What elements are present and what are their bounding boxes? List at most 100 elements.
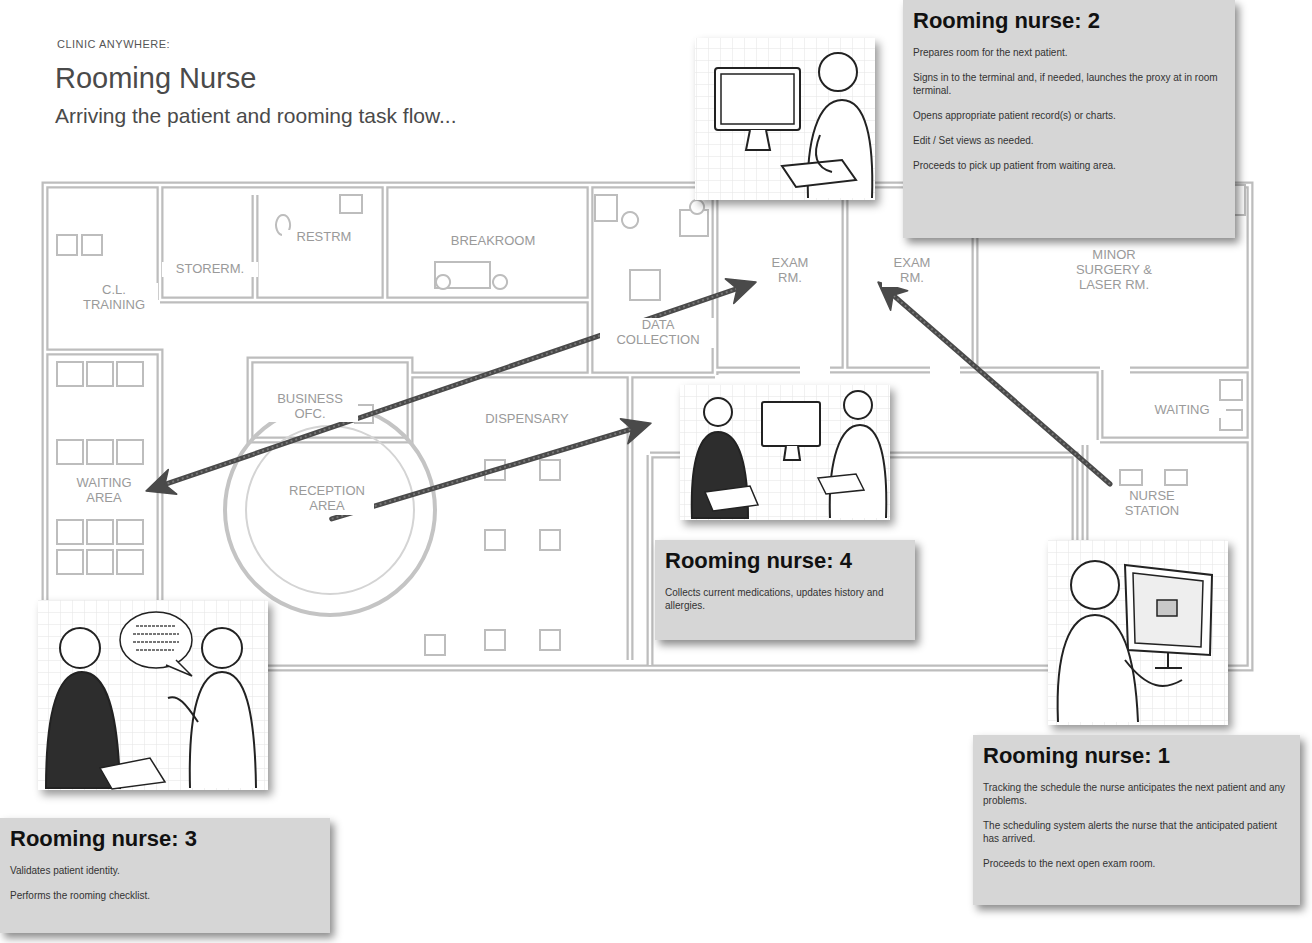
callout-step: Validates patient identity. bbox=[10, 864, 320, 877]
speech-bubble bbox=[120, 612, 192, 668]
callout-heading: Rooming nurse: 3 bbox=[10, 826, 320, 852]
arrowhead bbox=[620, 419, 651, 444]
callout-step: Opens appropriate patient record(s) or c… bbox=[913, 109, 1225, 122]
nurse-head bbox=[202, 628, 242, 668]
room-node: RECEPTION AREA bbox=[280, 483, 374, 515]
callout-step: The scheduling system alerts the nurse t… bbox=[983, 819, 1290, 845]
room-name: WAITING AREA bbox=[68, 476, 140, 506]
reception-desk-inner bbox=[246, 426, 414, 594]
room-node: EXAM RM. bbox=[882, 255, 942, 287]
room-node: WAITING AREA bbox=[66, 475, 142, 507]
illustration-frame bbox=[680, 385, 890, 520]
arrow-texture bbox=[893, 295, 1110, 484]
room-name: NURSE STATION bbox=[1112, 489, 1192, 519]
callout-card: Rooming nurse: 3 Validates patient identi… bbox=[0, 818, 330, 933]
patient-head bbox=[704, 398, 732, 426]
arrowhead bbox=[725, 279, 756, 304]
illustration-2 bbox=[695, 38, 875, 200]
room-label: DATA COLLECTION bbox=[600, 318, 716, 348]
room-label: C.L. TRAINING bbox=[70, 283, 158, 313]
illustration-frame bbox=[1048, 540, 1228, 725]
illustration-frame bbox=[38, 600, 268, 790]
arrow-texture bbox=[332, 429, 632, 519]
patient-head bbox=[60, 628, 100, 668]
callout-step: Signs in to the terminal and, if needed,… bbox=[913, 71, 1225, 97]
callout-card: Rooming nurse: 4 Collects current medicat… bbox=[655, 540, 915, 640]
room-label: BUSINESS OFC. bbox=[262, 392, 358, 422]
monitor-stand bbox=[784, 446, 800, 460]
room-name: EXAM RM. bbox=[762, 256, 818, 286]
callout-step: Proceeds to the next open exam room. bbox=[983, 857, 1290, 870]
room-name: RECEPTION AREA bbox=[282, 484, 372, 514]
illustration-4 bbox=[680, 385, 890, 520]
monitor-screen bbox=[721, 74, 794, 124]
nurse-body bbox=[190, 672, 256, 788]
callout-step: Performs the rooming checklist. bbox=[10, 889, 320, 902]
speech-lines bbox=[133, 626, 179, 650]
illustration-frame bbox=[695, 38, 875, 200]
room-name: EXAM RM. bbox=[884, 256, 940, 286]
callout-panel: Rooming nurse: 2 Prepares room for the ne… bbox=[695, 0, 1235, 238]
person-head bbox=[819, 53, 857, 91]
room-label: RESTRM bbox=[282, 230, 366, 245]
callout-card: Rooming nurse: 2 Prepares room for the ne… bbox=[903, 0, 1235, 238]
speech-tail bbox=[166, 660, 192, 676]
nurse-head bbox=[844, 391, 872, 419]
flow-arrow bbox=[332, 419, 651, 519]
callout-step: Tracking the schedule the nurse anticipa… bbox=[983, 781, 1290, 807]
subtitle: Arriving the patient and rooming task fl… bbox=[55, 104, 457, 128]
arrowhead bbox=[146, 470, 177, 495]
callout-step: Collects current medications, updates hi… bbox=[665, 586, 905, 612]
monitor bbox=[762, 402, 820, 446]
monitor bbox=[715, 68, 800, 130]
round-fixtures bbox=[72, 200, 704, 306]
nurse-head bbox=[1071, 561, 1119, 609]
callout-step: Edit / Set views as needed. bbox=[913, 134, 1225, 147]
arrow-shaft bbox=[332, 429, 632, 519]
nurse-body bbox=[1058, 615, 1138, 722]
room-label: DISPENSARY bbox=[462, 412, 592, 427]
flow-arrow bbox=[146, 279, 756, 494]
callout-panel: Rooming nurse: 4 Collects current medicat… bbox=[655, 385, 915, 640]
diagram-title: Rooming Nurse bbox=[55, 62, 256, 95]
room-label: BREAKROOM bbox=[428, 234, 558, 249]
nurse-arm bbox=[168, 697, 198, 722]
illustration-grid bbox=[695, 38, 875, 200]
callout-heading: Rooming nurse: 2 bbox=[913, 8, 1225, 34]
illustration-1 bbox=[1048, 540, 1228, 725]
monitor bbox=[1125, 565, 1212, 655]
room-label: STORERM. bbox=[162, 262, 258, 277]
folder-icon bbox=[1157, 600, 1177, 616]
callout-card: Rooming nurse: 1 Tracking the schedule th… bbox=[973, 735, 1300, 905]
flow-arrow bbox=[878, 282, 1110, 484]
monitor-stand bbox=[746, 130, 770, 150]
callout-heading: Rooming nurse: 1 bbox=[983, 743, 1290, 769]
monitor-screen bbox=[1133, 573, 1203, 647]
room-node: EXAM RM. bbox=[760, 255, 820, 287]
illustration-grid bbox=[680, 385, 890, 520]
arrow-shaft bbox=[165, 289, 737, 485]
monitor-stand bbox=[1155, 652, 1182, 668]
reception-desk bbox=[225, 405, 435, 615]
callout-heading: Rooming nurse: 4 bbox=[665, 548, 905, 574]
room-label: WAITING bbox=[1138, 403, 1226, 418]
room-label: MINOR SURGERY & LASER RM. bbox=[1062, 248, 1166, 293]
callout-step: Prepares room for the next patient. bbox=[913, 46, 1225, 59]
illustration-grid bbox=[1048, 540, 1228, 725]
illustration-3 bbox=[38, 600, 268, 790]
room-node: NURSE STATION bbox=[1110, 488, 1194, 520]
person-arm bbox=[816, 135, 832, 172]
callout-step: Proceeds to pick up patient from waiting… bbox=[913, 159, 1225, 172]
nurse-body bbox=[830, 425, 887, 518]
callout-panel: Rooming nurse: 3 Validates patient identi… bbox=[0, 600, 330, 935]
keyboard bbox=[818, 474, 864, 494]
header-eyebrow: CLINIC ANYWHERE: bbox=[57, 38, 170, 50]
nurse-arm bbox=[1125, 660, 1182, 686]
paper bbox=[705, 486, 758, 511]
paper bbox=[100, 758, 165, 789]
illustration-grid bbox=[38, 600, 268, 790]
arrow-shaft bbox=[893, 295, 1110, 484]
callout-panel: Rooming nurse: 1 Tracking the schedule th… bbox=[973, 540, 1300, 905]
arrow-texture bbox=[165, 289, 737, 485]
